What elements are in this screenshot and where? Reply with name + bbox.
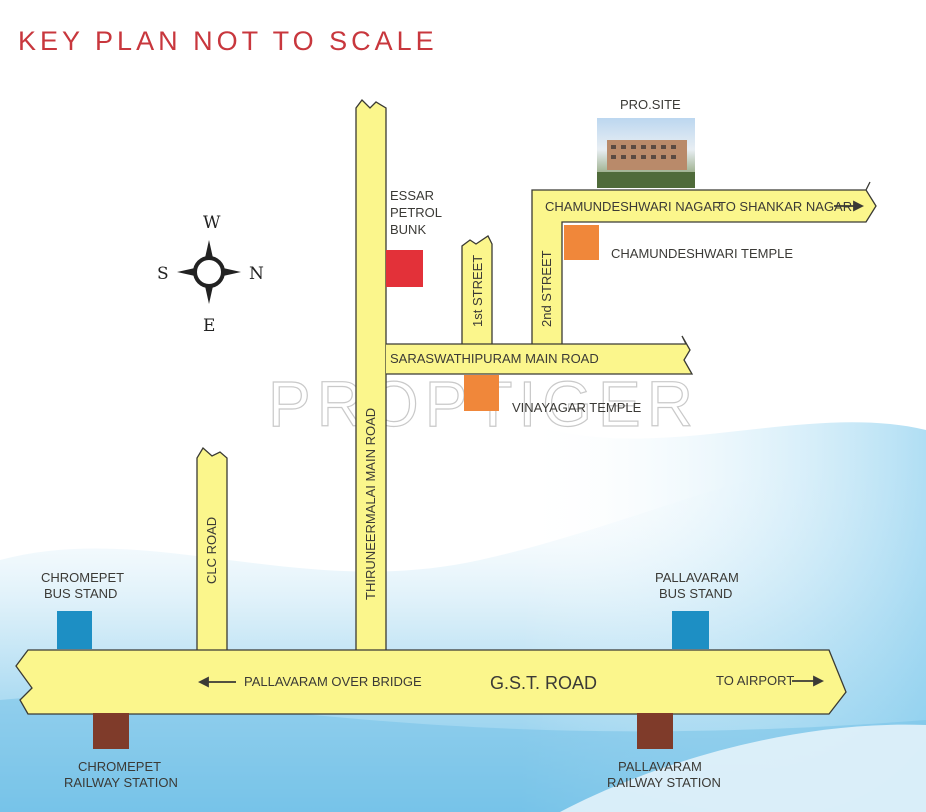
thiruneermalai-road-label: THIRUNEERMALAI MAIN ROAD — [363, 408, 378, 600]
first-street-label: 1st STREET — [470, 255, 485, 327]
map-title: KEY PLAN NOT TO SCALE — [18, 26, 438, 56]
over-bridge-label: PALLAVARAM OVER BRIDGE — [244, 674, 422, 689]
second-street-label: 2nd STREET — [539, 250, 554, 327]
essar-label-line3: BUNK — [390, 222, 426, 237]
pallavaram-bus-label-line2: BUS STAND — [659, 586, 732, 601]
road-network — [15, 99, 877, 715]
shankar-nagar-label: TO SHANKAR NAGAR — [718, 199, 852, 214]
first-street-road — [461, 235, 493, 344]
compass-w-label: W — [203, 213, 221, 233]
essar-petrol-bunk-marker — [386, 250, 423, 287]
pallavaram-railway-station-marker — [637, 713, 673, 749]
clc-road — [196, 446, 228, 650]
background — [0, 420, 926, 812]
chromepet-rail-label-line1: CHROMEPET — [78, 759, 161, 774]
thiruneermalai-main-road — [355, 99, 387, 650]
pallavaram-rail-label-line2: RAILWAY STATION — [607, 775, 721, 790]
chromepet-bus-label-line2: BUS STAND — [44, 586, 117, 601]
compass-rose — [177, 240, 241, 304]
pallavaram-bus-stand-marker — [672, 611, 709, 649]
vinayagar-temple-label: VINAYAGAR TEMPLE — [512, 400, 642, 415]
compass-e-label: E — [203, 316, 215, 336]
gst-road — [15, 649, 847, 715]
project-site-photo — [597, 118, 695, 188]
chromepet-bus-stand-marker — [57, 611, 92, 649]
chromepet-bus-label-line1: CHROMEPET — [41, 570, 124, 585]
compass-s-label: S — [157, 264, 169, 284]
chamundeshwari-nagar-label: CHAMUNDESHWARI NAGAR — [545, 199, 721, 214]
clc-road-label: CLC ROAD — [204, 517, 219, 584]
essar-label-line1: ESSAR — [390, 188, 434, 203]
arrow-right-icon — [792, 675, 825, 687]
landmarks — [57, 225, 709, 749]
chromepet-rail-label-line2: RAILWAY STATION — [64, 775, 178, 790]
gst-road-label: G.S.T. ROAD — [490, 673, 597, 693]
chamundeshwari-nagar-road — [531, 181, 877, 344]
chromepet-railway-station-marker — [93, 713, 129, 749]
chamundeshwari-temple-label: CHAMUNDESHWARI TEMPLE — [611, 246, 793, 261]
saraswathipuram-road-label: SARASWATHIPURAM MAIN ROAD — [390, 351, 599, 366]
arrow-left-icon — [197, 676, 236, 688]
arrow-right-icon — [834, 200, 865, 212]
saraswathipuram-main-road — [386, 335, 694, 375]
pallavaram-bus-label-line1: PALLAVARAM — [655, 570, 739, 585]
vinayagar-temple-marker — [464, 375, 499, 411]
chamundeshwari-temple-marker — [564, 225, 599, 260]
pallavaram-rail-label-line1: PALLAVARAM — [618, 759, 702, 774]
pro-site-label: PRO.SITE — [620, 97, 681, 112]
airport-label: TO AIRPORT — [716, 673, 794, 688]
compass-n-label: N — [249, 264, 264, 284]
essar-label-line2: PETROL — [390, 205, 442, 220]
